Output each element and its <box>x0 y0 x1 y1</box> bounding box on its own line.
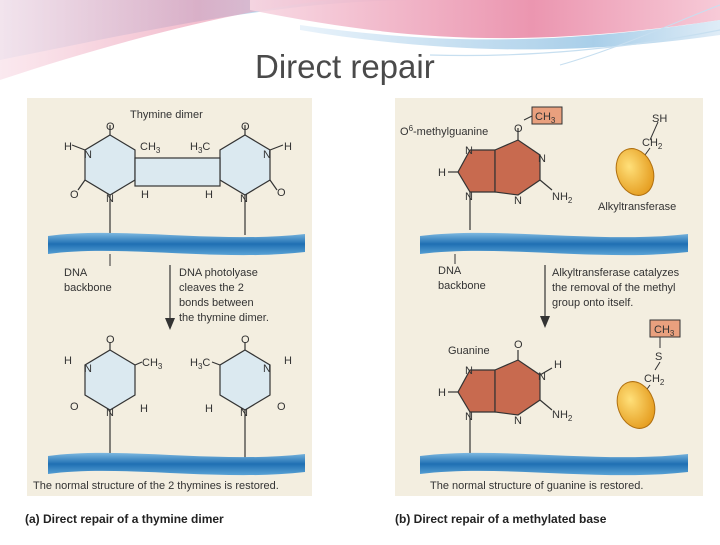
methyl-group-box <box>531 106 563 125</box>
svg-text:NH2: NH2 <box>552 409 573 423</box>
svg-text:backbone: backbone <box>64 282 112 294</box>
svg-text:CH3: CH3 <box>535 111 556 125</box>
methyl-bond <box>523 115 533 121</box>
svg-text:CH3: CH3 <box>654 324 675 338</box>
atom-o: O <box>241 121 250 133</box>
transferred-methyl-box <box>649 319 681 338</box>
thymine-dimer-atoms: O O H N H N O O N N CH3 H3C H H <box>64 121 292 205</box>
guanine-label: Guanine <box>448 345 490 357</box>
svg-text:DNA: DNA <box>438 265 462 277</box>
svg-text:the thymine dimer.: the thymine dimer. <box>179 312 269 324</box>
atom-h: H <box>141 189 149 201</box>
svg-text:the removal of the methyl: the removal of the methyl <box>552 282 676 294</box>
alkyltransferase-description: Alkyltransferase catalyzes the removal o… <box>552 267 680 309</box>
atom-o: O <box>277 401 286 413</box>
atom-h: H <box>64 355 72 367</box>
atom-n: N <box>263 363 271 375</box>
atom-o: O <box>514 339 523 351</box>
slide-title: Direct repair <box>255 48 435 85</box>
arrow-down-icon <box>165 265 175 330</box>
atom-n: N <box>538 153 546 165</box>
photolyase-description: DNA photolyase cleaves the 2 bonds betwe… <box>179 267 269 324</box>
atom-n: N <box>465 145 473 157</box>
atom-n: N <box>106 407 114 419</box>
arrow-down-icon <box>540 265 550 328</box>
svg-text:DNA photolyase: DNA photolyase <box>179 267 258 279</box>
dna-backbone-label-b: DNA backbone <box>438 265 486 292</box>
alkyltransferase-enzyme <box>615 121 659 196</box>
svg-text:CH2: CH2 <box>644 373 665 387</box>
thymine-dimer-structure <box>71 125 284 235</box>
dna-backbone-strand <box>420 452 688 476</box>
dna-backbone-strand <box>48 452 305 476</box>
atom-s: S <box>655 351 662 363</box>
svg-text:H3C: H3C <box>190 357 210 371</box>
caption-b: (b) Direct repair of a methylated base <box>395 512 607 526</box>
atom-sh: SH <box>652 113 667 125</box>
svg-text:bonds between: bonds between <box>179 297 254 309</box>
atom-h: H <box>205 403 213 415</box>
svg-text:Alkyltransferase catalyzes: Alkyltransferase catalyzes <box>552 267 680 279</box>
svg-text:O6-methylguanine: O6-methylguanine <box>400 124 488 138</box>
caption-a: (a) Direct repair of a thymine dimer <box>25 512 224 526</box>
atom-o: O <box>241 334 250 346</box>
atom-n: N <box>84 149 92 161</box>
guanine-structure <box>448 350 553 458</box>
atom-h: H <box>140 403 148 415</box>
svg-text:CH3: CH3 <box>140 141 161 155</box>
guanine-atoms: O H N N H N N NH2 <box>438 339 573 427</box>
thymine-dimer-heading: Thymine dimer <box>130 109 203 121</box>
dna-backbone-strand <box>420 232 688 256</box>
methylated-enzyme <box>616 337 661 429</box>
atom-n: N <box>514 415 522 427</box>
dna-backbone-label-a: DNA backbone <box>64 267 112 294</box>
atom-n: N <box>465 411 473 423</box>
atom-n: N <box>465 191 473 203</box>
atom-n: N <box>84 363 92 375</box>
svg-text:group onto itself.: group onto itself. <box>552 297 633 309</box>
atom-o: O <box>514 123 523 135</box>
atom-h: H <box>284 355 292 367</box>
atom-h: H <box>438 167 446 179</box>
svg-text:DNA: DNA <box>64 267 88 279</box>
atom-n: N <box>263 149 271 161</box>
restored-text-b: The normal structure of guanine is resto… <box>430 480 643 492</box>
header-decoration <box>0 0 720 80</box>
svg-text:CH3: CH3 <box>142 357 163 371</box>
atom-h: H <box>438 387 446 399</box>
atom-h: H <box>205 189 213 201</box>
panel-b-background <box>395 98 703 496</box>
enzyme-atoms-top: SH CH2 <box>642 113 667 151</box>
atom-o: O <box>70 401 79 413</box>
restored-text-a: The normal structure of the 2 thymines i… <box>33 480 279 492</box>
atom-o: O <box>106 334 115 346</box>
atom-n: N <box>514 195 522 207</box>
restored-thymine-atoms: O O H N H N O O N N CH3 H3C H H <box>64 334 292 419</box>
methylated-enzyme-atoms: CH3 S CH2 <box>644 324 675 387</box>
svg-text:NH2: NH2 <box>552 191 573 205</box>
methylguanine-atoms: O6-methylguanine O CH3 N N H N N NH2 <box>400 111 573 207</box>
svg-text:cleaves the 2: cleaves the 2 <box>179 282 244 294</box>
atom-o: O <box>277 187 286 199</box>
atom-h: H <box>284 141 292 153</box>
atom-o: O <box>106 121 115 133</box>
restored-thymines-structure <box>84 342 271 458</box>
enzyme-label: Alkyltransferase <box>598 201 676 213</box>
atom-n: N <box>240 193 248 205</box>
atom-n: N <box>106 193 114 205</box>
atom-n: N <box>240 407 248 419</box>
atom-n: N <box>465 365 473 377</box>
atom-o: O <box>70 189 79 201</box>
methylguanine-structure <box>448 128 553 230</box>
svg-text:backbone: backbone <box>438 280 486 292</box>
atom-n: N <box>538 371 546 383</box>
dna-backbone-strand <box>48 232 305 256</box>
atom-h: H <box>554 359 562 371</box>
atom-h: H <box>64 141 72 153</box>
svg-text:CH2: CH2 <box>642 137 663 151</box>
svg-text:H3C: H3C <box>190 141 210 155</box>
